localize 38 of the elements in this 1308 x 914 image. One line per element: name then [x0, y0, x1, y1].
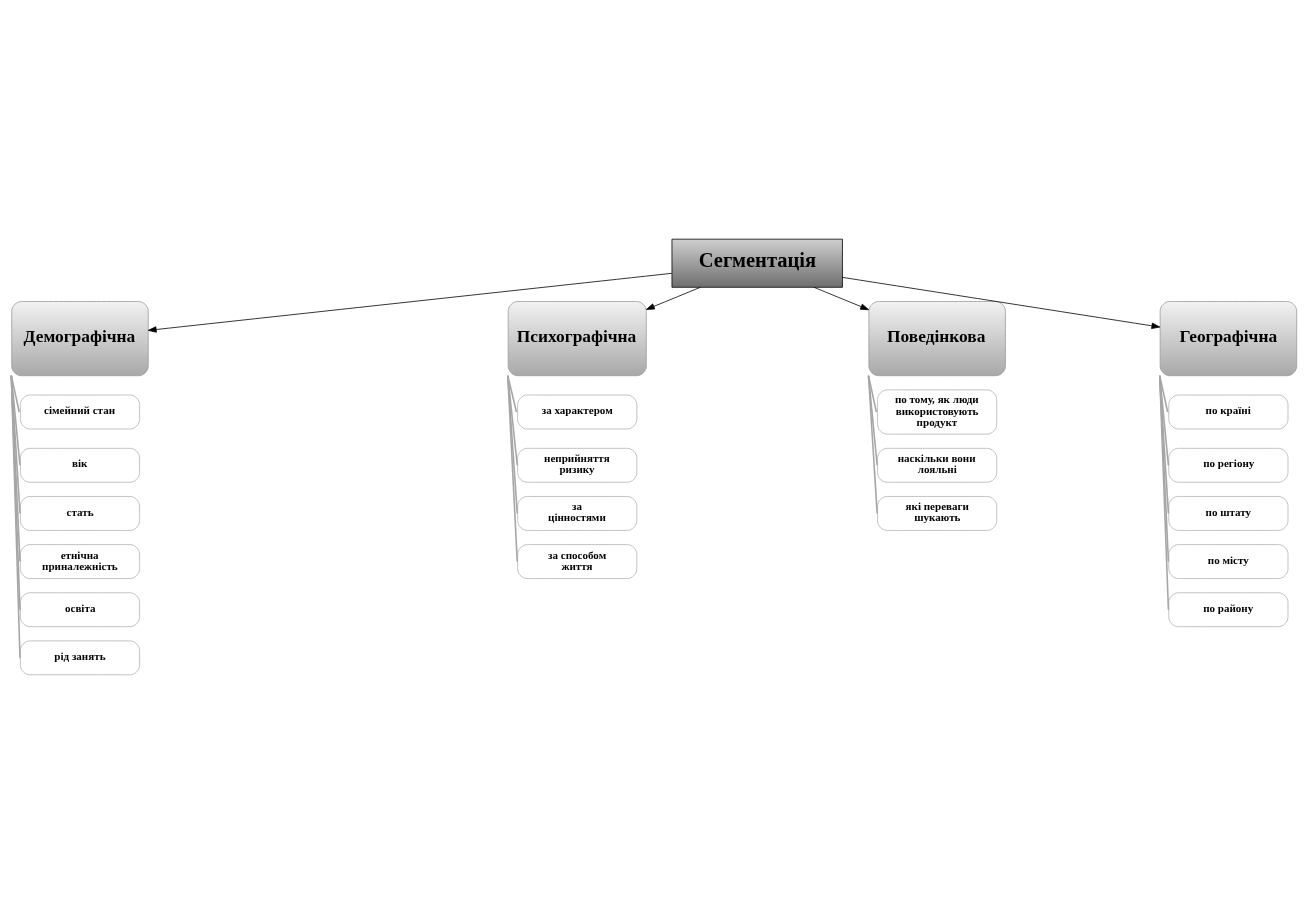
node-box: рід занять [20, 640, 140, 676]
connector [10, 374, 21, 467]
connector [867, 374, 878, 515]
node-box: Демографічна [11, 301, 149, 377]
node-box: вік [20, 447, 140, 483]
connector [10, 374, 21, 611]
node-box: по країні [1168, 394, 1289, 430]
node-box: неприйняття ризику [517, 447, 638, 483]
node-box: які переваги шукають [877, 496, 998, 531]
node-box: стать [20, 496, 140, 531]
node-box: сімейний стан [20, 394, 140, 430]
node-box: по штату [1168, 496, 1289, 531]
node-box: за характером [517, 394, 638, 430]
connector [867, 374, 878, 413]
node-box: по місту [1168, 544, 1289, 579]
node-box: наскільки вони лояльні [877, 447, 998, 483]
node-box: Географічна [1159, 301, 1298, 377]
node-box: по регіону [1168, 447, 1289, 483]
node-box: Сегментація [671, 238, 843, 288]
arrow [646, 286, 701, 310]
node-box: по тому, як люди використовують продукт [877, 389, 998, 435]
connector [507, 374, 519, 563]
node-box: по району [1168, 592, 1289, 628]
node-box: Психографічна [507, 301, 647, 377]
connector [867, 374, 878, 467]
connector [10, 374, 21, 563]
node-box: етнічна приналежність [20, 544, 140, 579]
node-box: освіта [20, 592, 140, 628]
arrow [842, 277, 1161, 329]
node-box: Поведінкова [868, 301, 1006, 377]
connector [10, 374, 21, 659]
connector [10, 374, 20, 413]
node-box: за способом життя [517, 544, 638, 579]
arrow [147, 272, 673, 333]
connector [10, 374, 21, 515]
node-box: за цінностями [517, 496, 638, 531]
connector [1158, 374, 1170, 611]
arrow [813, 286, 869, 311]
